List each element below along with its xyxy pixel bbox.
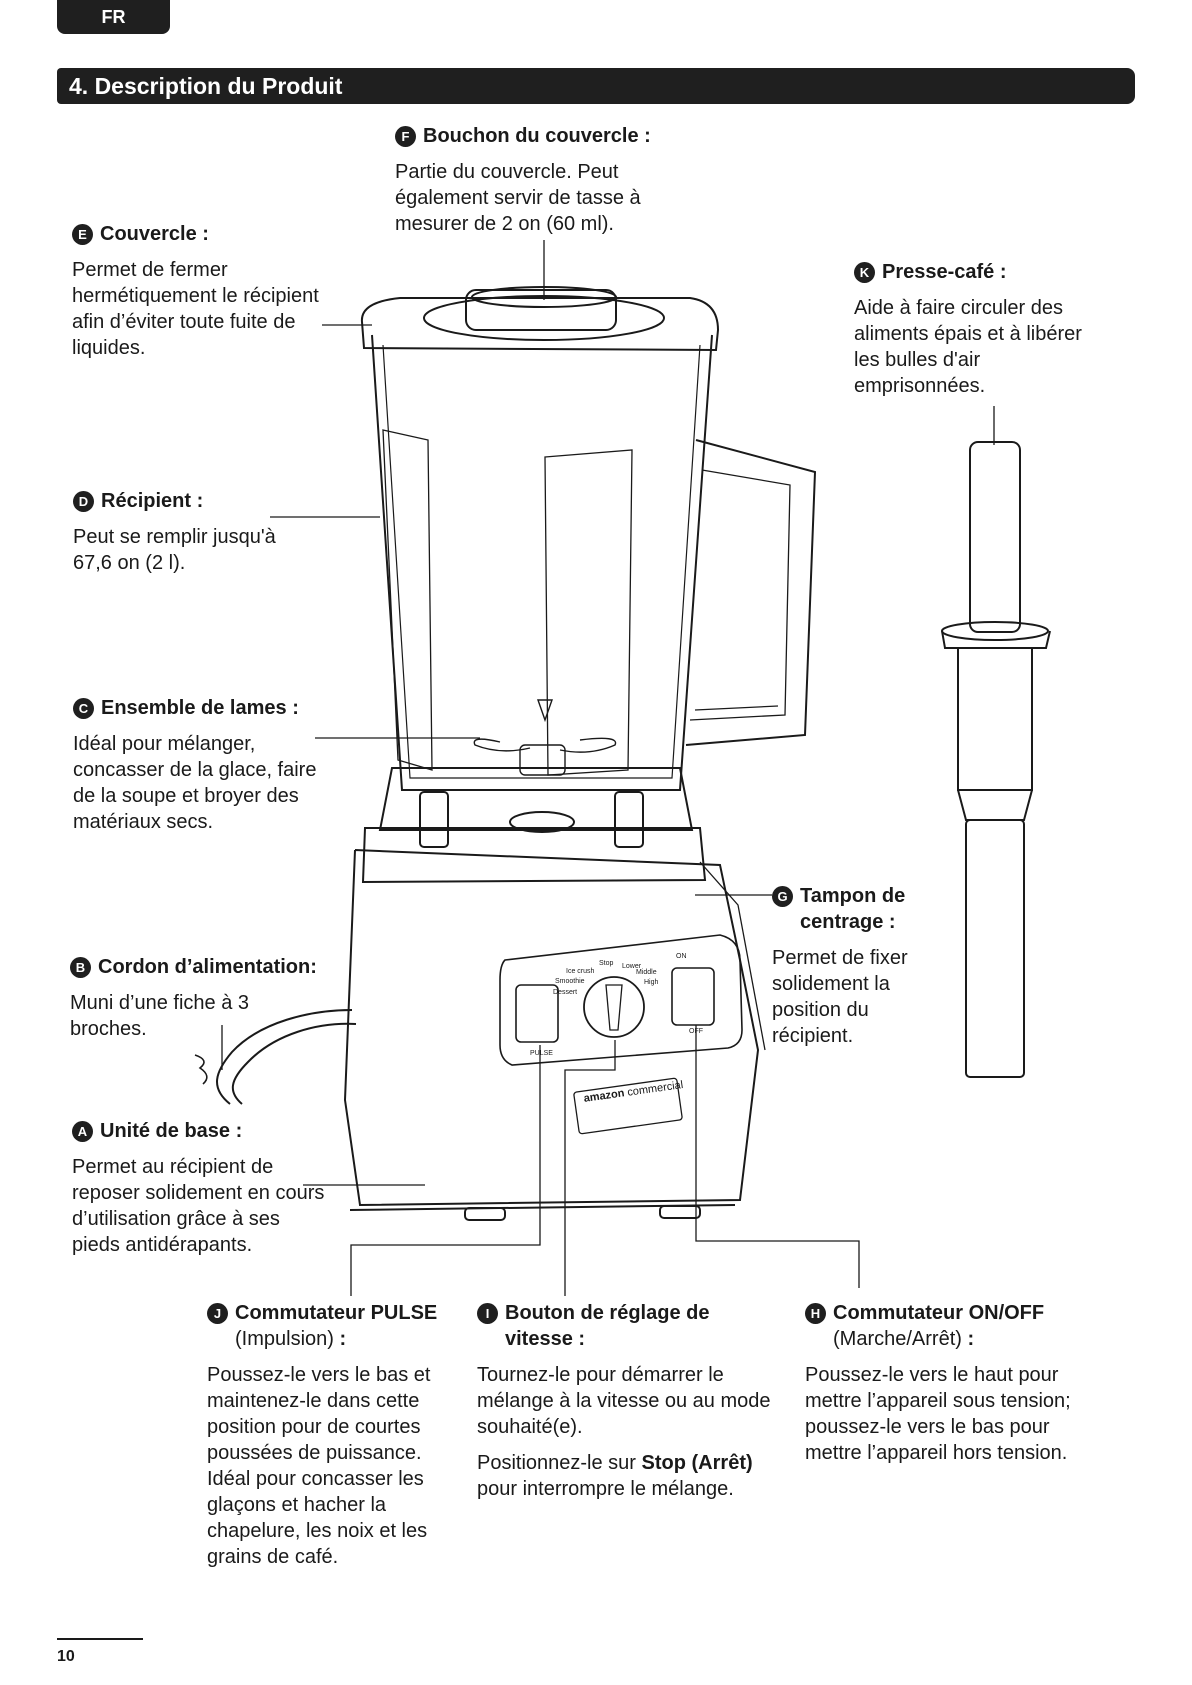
badge-c: C [73,698,94,719]
callout-title: Commutateur PULSE [235,1302,438,1324]
pulse-label: PULSE [530,1050,553,1057]
badge-i: I [477,1303,498,1324]
callout-title: Récipient : [101,490,204,512]
badge-b: B [70,957,91,978]
base-unit [194,827,766,1221]
badge-k: K [854,262,875,283]
callout-base-unit: A Unité de base : Permet au récipient de … [72,1118,327,1268]
callout-colon: : [333,1328,347,1350]
callout-title: Unité de base : [100,1120,243,1142]
dial-label-high: High [644,979,659,986]
callout-body: Aide à faire circuler des aliments épais… [854,297,1082,397]
badge-d: D [73,491,94,512]
dial-label-stop: Stop [599,960,614,967]
dial-label-middle: Middle [636,969,657,976]
callout-lid: E Couvercle : Permet de fermer hermétique… [72,221,327,371]
callout-title: Presse-café : [882,261,1007,283]
badge-g: G [772,886,793,907]
callout-body: Idéal pour mélanger, concasser de la gla… [73,733,317,833]
badge-h: H [805,1303,826,1324]
leader-lines [221,240,995,1296]
callout-blade-assembly: C Ensemble de lames : Idéal pour mélanger… [73,695,333,845]
callout-container: D Récipient : Peut se remplir jusqu'à 67,… [73,488,313,586]
jar [360,286,817,848]
callout-power-cord: B Cordon d’alimentation: Muni d’une fiche… [70,954,340,1052]
on-label: ON [676,953,687,960]
callout-title: Couvercle : [100,223,209,245]
page-number: 10 [57,1648,75,1665]
callout-body: Permet au récipient de reposer solidemen… [72,1156,325,1256]
dial-label-dessert: Dessert [553,989,578,996]
stop-emphasis: Stop (Arrêt) [641,1452,753,1474]
callout-lid-cap: F Bouchon du couvercle : Partie du couver… [395,123,675,247]
dial-label-ice-crush: Ice crush [566,968,595,975]
callout-on-off-switch: H Commutateur ON/OFF (Marche/Arrêt) : Po… [805,1300,1105,1476]
dial-label-smoothie: Smoothie [555,978,585,985]
badge-j: J [207,1303,228,1324]
callout-title: Tampon de centrage : [800,885,906,933]
callout-centering-pad: G Tampon de centrage : Permet de fixer so… [772,883,942,1059]
callout-body: Muni d’une fiche à 3 broches. [70,992,250,1040]
callout-pulse-switch: J Commutateur PULSE (Impulsion) : Pousse… [207,1300,457,1580]
callout-title: Bouton de réglage de vitesse : [505,1302,710,1350]
callout-body: Permet de fermer hermétiquement le récip… [72,259,319,359]
callout-title: Bouchon du couvercle : [423,125,651,147]
callout-title: Cordon d’alimentation: [98,956,317,978]
callout-speed-knob: I Bouton de réglage de vitesse : Tournez-… [477,1300,797,1512]
callout-body: Tournez-le pour démarrer le mélange à la… [477,1364,771,1438]
callout-body: Partie du couvercle. Peut également serv… [395,161,641,235]
callout-body: Peut se remplir jusqu'à 67,6 on (2 l). [73,526,276,574]
callout-subtitle: (Impulsion) [235,1328,334,1350]
language-tab: FR [57,0,170,34]
callout-title: Ensemble de lames : [101,697,299,719]
section-title: 4. Description du Produit [57,68,1135,104]
blade-assembly [473,699,617,776]
off-label: OFF [689,1028,703,1035]
coffee-press-tamper [941,441,1051,1078]
callout-body: Poussez-le vers le haut pour mettre l’ap… [805,1364,1071,1464]
callout-subtitle: (Marche/Arrêt) [833,1328,962,1350]
footer-rule [57,1638,143,1640]
callout-body: Permet de fixer solidement la position d… [772,947,908,1047]
badge-e: E [72,224,93,245]
callout-body-2: Positionnez-le sur Stop (Arrêt) pour int… [477,1452,753,1500]
badge-f: F [395,126,416,147]
callout-title: Commutateur ON/OFF [833,1302,1045,1324]
dial-label-lower: Lower [622,963,642,970]
callout-body: Poussez-le vers le bas et maintenez-le d… [207,1364,431,1568]
callout-coffee-press: K Presse-café : Aide à faire circuler des… [854,259,1094,409]
badge-a: A [72,1121,93,1142]
callout-colon: : [961,1328,975,1350]
